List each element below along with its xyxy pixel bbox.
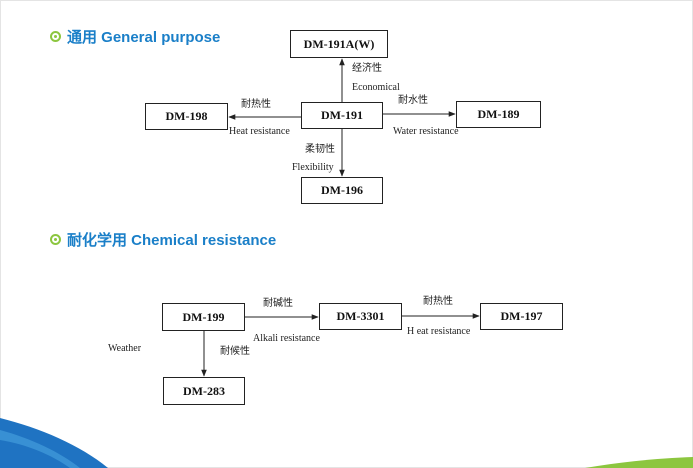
node-dm-283: DM-283	[163, 377, 245, 405]
label-heat-cn-1: 耐热性	[241, 99, 271, 110]
label-weather-cn: 耐候性	[220, 346, 250, 357]
label-alkali-en: Alkali resistance	[253, 333, 320, 344]
label-economical-en: Economical	[352, 82, 400, 93]
node-dm-198: DM-198	[145, 103, 228, 130]
node-dm-191: DM-191	[301, 102, 383, 129]
node-dm-191a-w: DM-191A(W)	[290, 30, 388, 58]
node-dm-197: DM-197	[480, 303, 563, 330]
label-weather-en: Weather	[108, 343, 142, 354]
node-dm-196: DM-196	[301, 177, 383, 204]
node-dm-189: DM-189	[456, 101, 541, 128]
label-water-en: Water resistance	[393, 126, 459, 137]
section-title-general: 通用 General purpose	[50, 26, 220, 47]
label-economical-cn: 经济性	[352, 63, 382, 74]
bullet-icon	[50, 234, 61, 245]
label-heat-en-2: H eat resistance	[407, 326, 471, 337]
label-water-cn: 耐水性	[398, 95, 428, 106]
node-dm-3301: DM-3301	[319, 303, 402, 330]
label-heat-en-1: Heat resistance	[229, 126, 290, 137]
section-title-chemical: 耐化学用 Chemical resistance	[50, 229, 276, 250]
label-heat-cn-2: 耐热性	[423, 296, 453, 307]
label-flex-en: Flexibility	[292, 162, 334, 173]
section-title-chemical-text: 耐化学用 Chemical resistance	[67, 232, 277, 249]
section-title-general-text: 通用 General purpose	[67, 29, 221, 46]
bullet-icon	[50, 31, 61, 42]
node-dm-199: DM-199	[162, 303, 245, 331]
label-alkali-cn: 耐碱性	[263, 298, 293, 309]
label-flex-cn: 柔韧性	[305, 144, 335, 155]
